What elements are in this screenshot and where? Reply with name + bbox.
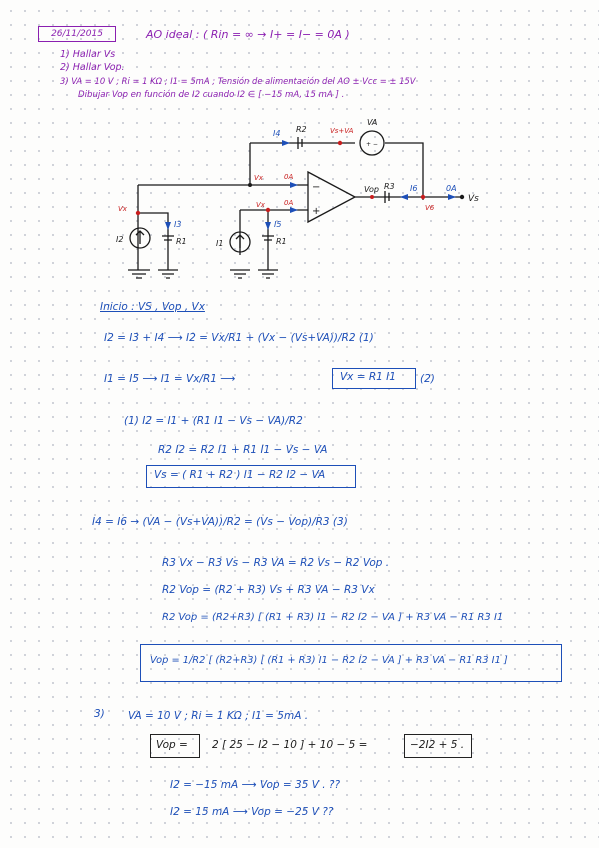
eq-10-box (140, 644, 562, 682)
label-vx-left: Vx (118, 205, 128, 213)
ground-4 (258, 269, 278, 279)
node-vs-va (337, 140, 343, 146)
opamp-triangle (307, 170, 357, 224)
label-va-polarity: + − (366, 141, 378, 148)
eq-1: I2 = I3 + I4 ⟶ I2 = Vx/R1 + (Vx − (Vs+VA… (104, 332, 374, 344)
header-title: AO ideal : ( Rin = ∞ → I+ = I− = 0A ) (146, 28, 350, 41)
label-vop: Vop (364, 185, 379, 194)
i6-arrow (400, 194, 408, 200)
vop-calc: 2 [ 25 − I2 − 10 ] + 10 − 5 = (212, 739, 368, 751)
label-r3: R3 (384, 182, 395, 191)
header-item-1: 1) Hallar Vs (60, 49, 116, 60)
node-vop (370, 195, 374, 199)
wire-r1-left (138, 212, 169, 270)
i3-arrow (165, 222, 171, 230)
i1-source (229, 231, 251, 253)
part-3-data: VA = 10 V ; Ri = 1 KΩ ; I1 = 5mA . (128, 710, 309, 722)
eq-9: R2 Vop = (R2+R3) [ (R1 + R3) I1 − R2 I2 … (162, 612, 504, 623)
wire-feedback-top-2 (385, 142, 424, 200)
label-vx-mid: Vx (256, 201, 266, 209)
vop-result-box (404, 734, 472, 758)
eq-3: (1) I2 = I1 + (R1 I1 − Vs − VA)/R2 (124, 415, 303, 427)
case-2: I2 = 15 mA ⟶ Vop = −25 V ?? (170, 806, 334, 818)
label-i1: I1 (216, 239, 223, 248)
header-item-2: 2) Hallar Vop. (60, 62, 125, 73)
eq-5-text: Vs = ( R1 + R2 ) I1 − R2 I2 − VA (154, 469, 326, 481)
vop-label-box (150, 734, 200, 758)
va-source (359, 130, 385, 156)
vop-label: Vop = (156, 739, 188, 751)
i4-arrow (282, 140, 290, 146)
label-vx-top: Vx (254, 174, 264, 182)
r1-left-plates (162, 235, 174, 241)
label-oa-mid: 0A (284, 199, 293, 207)
label-va: VA (367, 118, 377, 127)
header-item-4: Dibujar Vop en función de I2 cuando I2 ∈… (78, 90, 345, 100)
eq-6: I4 = I6 → (VA − (Vs+VA))/R2 = (Vs − Vop)… (92, 516, 348, 528)
ground-2 (158, 269, 178, 279)
node-v6-plus (265, 207, 271, 213)
node-vs (459, 194, 465, 200)
eq-2-box-text: Vx = R1 I1 (340, 371, 396, 383)
label-vs: Vs (468, 194, 479, 204)
i5-arrow (265, 222, 271, 230)
date-box: 26/11/2015 (38, 26, 116, 42)
label-i2: I2 (116, 235, 123, 244)
vop-result: −2I2 + 5 . (410, 739, 465, 751)
r1-right-plates (262, 235, 274, 241)
node-v6 (420, 194, 426, 200)
node-vx-left (135, 210, 141, 216)
i2-source (129, 227, 151, 249)
oa-right-arrow (448, 194, 456, 200)
part-3-label: 3) (94, 708, 105, 720)
label-r1-right: R1 (276, 237, 287, 246)
label-minus: − (312, 182, 320, 193)
case-1: I2 = −15 mA ⟶ Vop = 35 V . ?? (170, 779, 341, 791)
label-plus: + (312, 206, 320, 217)
oa-mid-arrow (290, 207, 298, 213)
label-r1-left: R1 (176, 237, 187, 246)
label-vs-va: Vs+VA (330, 127, 354, 135)
eq-10-text: Vop = 1/R2 [ (R2+R3) [ (R1 + R3) I1 − R2… (150, 655, 508, 666)
solution-intro: Inicio : VS , Vop , Vx (100, 301, 205, 313)
eq-7: R3 Vx − R3 Vs − R3 VA = R2 Vs − R2 Vop . (162, 557, 390, 569)
oa-top-arrow (290, 182, 298, 188)
label-i5: I5 (274, 220, 281, 229)
i2-arrow (135, 230, 145, 244)
eq-4: R2 I2 = R2 I1 + R1 I1 − Vs − VA (158, 444, 328, 456)
label-i4: I4 (273, 129, 280, 138)
i1-arrow (235, 234, 245, 248)
eq-2-box (332, 368, 416, 389)
eq-2: I1 = I5 ⟶ I1 = Vx/R1 ⟶ (104, 373, 236, 385)
date-text: 26/11/2015 (51, 29, 103, 39)
eq-8: R2 Vop = (R2 + R3) Vs + R3 VA − R3 Vx (162, 584, 375, 596)
label-oa-top: 0A (284, 173, 293, 181)
ground-3 (230, 269, 250, 279)
ground-1 (128, 269, 150, 279)
label-oa-right: 0A (446, 184, 457, 193)
node-vx-top (248, 183, 252, 187)
label-r2: R2 (296, 125, 307, 134)
label-i3: I3 (174, 220, 181, 229)
eq-5-box (146, 465, 356, 488)
label-v6: V6 (425, 204, 435, 212)
eq-2-num: (2) (420, 373, 435, 385)
label-i6: I6 (410, 184, 417, 193)
header-item-3: 3) VA = 10 V ; Ri = 1 KΩ ; I1 = 5mA ; Te… (60, 76, 416, 86)
